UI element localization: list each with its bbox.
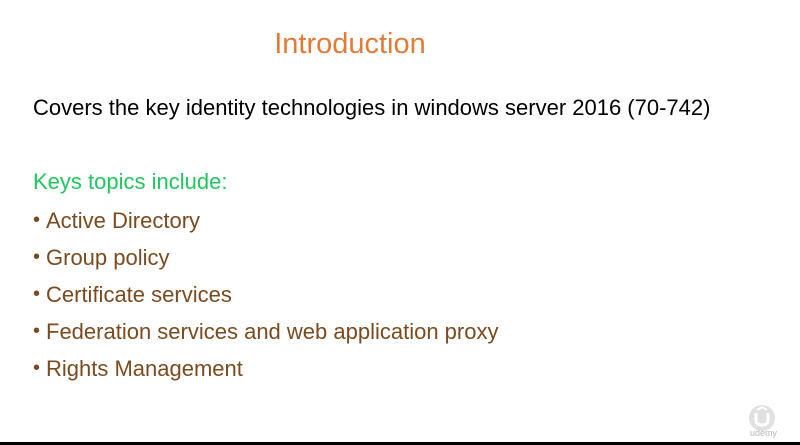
topic-label: Group policy [46,244,170,270]
topic-label: Certificate services [46,281,232,307]
bullet-icon: • [33,246,41,268]
slide-title: Introduction [274,28,426,60]
list-item: • Rights Management [33,350,498,387]
list-item: • Federation services and web applicatio… [33,313,498,350]
list-item: • Group policy [33,239,498,276]
list-item: • Active Directory [33,202,498,239]
list-item: • Certificate services [33,276,498,313]
bullet-icon: • [33,320,41,342]
bullet-icon: • [33,283,41,305]
udemy-logo-icon [749,405,775,431]
bullet-icon: • [33,357,41,379]
watermark-text: udemy [750,428,778,438]
topic-label: Active Directory [46,207,201,233]
topics-heading: Keys topics include: [33,169,228,194]
topic-list: • Active Directory • Group policy • Cert… [33,202,498,387]
bullet-icon: • [33,209,41,231]
slide-subtitle: Covers the key identity technologies in … [33,95,711,120]
topic-label: Rights Management [46,355,243,381]
topic-label: Federation services and web application … [46,318,499,344]
